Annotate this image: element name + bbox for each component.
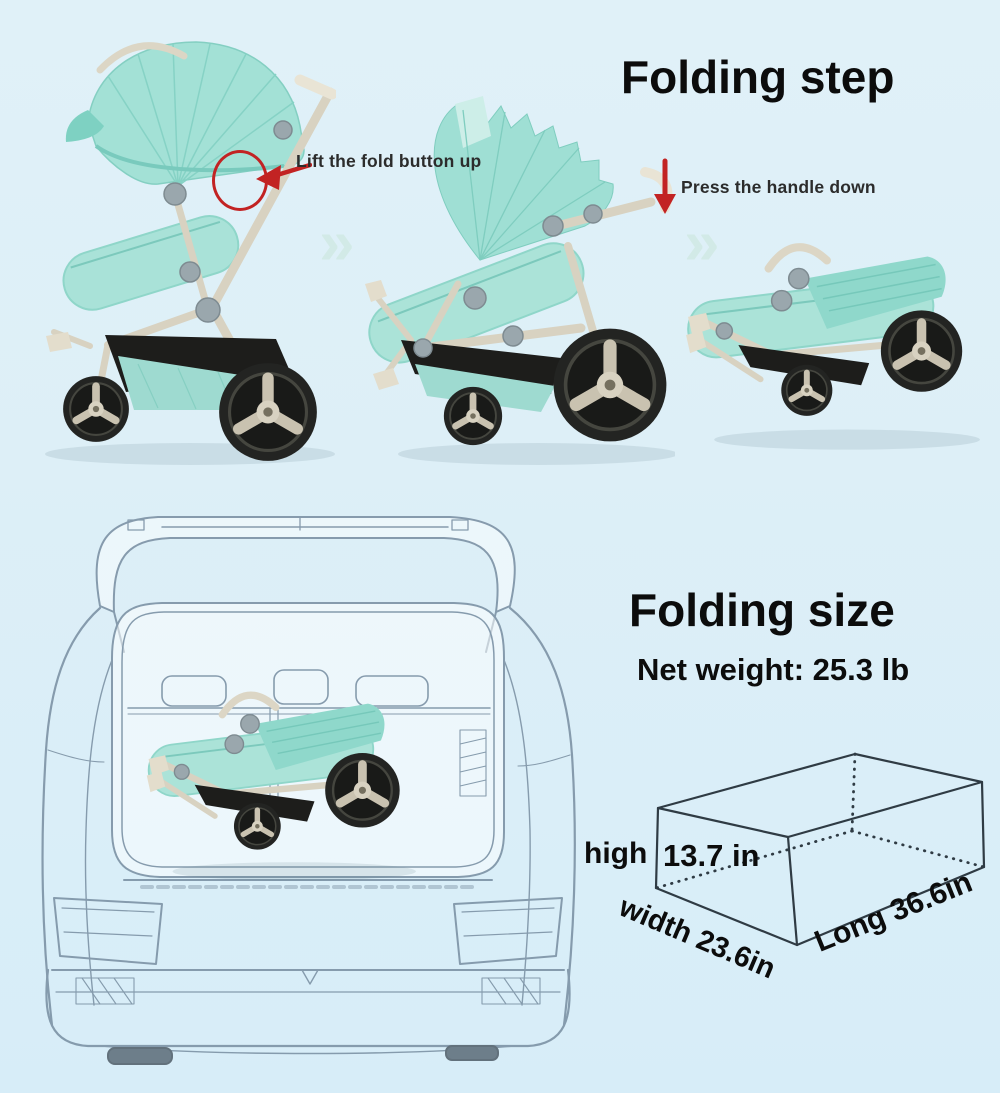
red-arrow-left-icon xyxy=(256,162,312,190)
folding-step-title: Folding step xyxy=(621,51,895,103)
stroller-folded-photo xyxy=(676,226,998,458)
step2-annotation-label: Press the handle down xyxy=(681,177,876,197)
step1-annotation-label: Lift the fold button up xyxy=(296,151,482,171)
height-dimension-label: high xyxy=(584,837,648,870)
height-dimension-value: 13.7 in xyxy=(663,838,760,873)
folding-size-section: Folding size Net weight: 25.3 lb high 13… xyxy=(0,485,1000,1093)
next-chevron-icon: » xyxy=(319,206,355,278)
dimension-box-diagram xyxy=(654,752,986,947)
stroller-unfolded-photo xyxy=(45,41,336,465)
net-weight-label: Net weight: 25.3 lb xyxy=(637,652,910,687)
stroller-half-folded-photo xyxy=(365,96,675,465)
folding-size-title: Folding size xyxy=(629,584,895,636)
next-chevron-icon: » xyxy=(684,206,720,278)
red-arrow-down-icon xyxy=(654,158,676,214)
folded-stroller-in-trunk-photo xyxy=(126,676,444,888)
folding-step-section: Folding step xyxy=(0,0,1000,485)
